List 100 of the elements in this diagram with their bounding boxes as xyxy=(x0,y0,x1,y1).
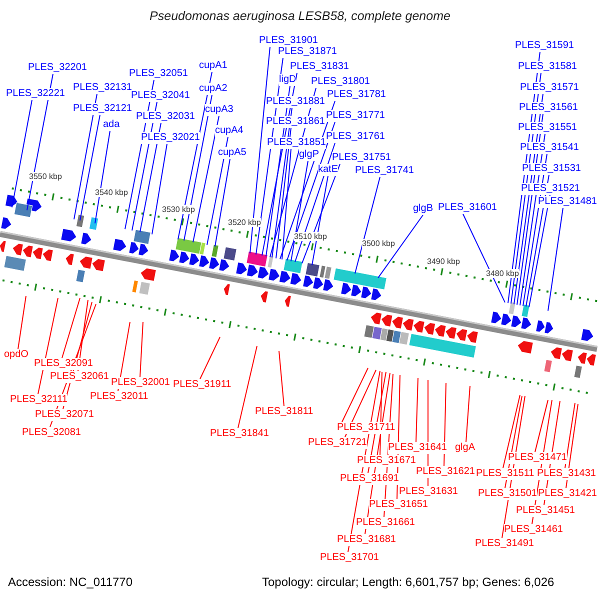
leader-line xyxy=(302,164,340,264)
leader-line xyxy=(342,368,368,422)
gene-label: PLES_31581 xyxy=(518,61,577,73)
gene-label: PLES_32071 xyxy=(35,409,94,421)
gene-label: PLES_31631 xyxy=(399,486,458,498)
gene-label: PLES_31451 xyxy=(516,505,575,517)
gene-label: PLES_32131 xyxy=(73,82,132,94)
gene-label: PLES_31491 xyxy=(475,538,534,550)
leader-line xyxy=(214,158,230,247)
leader-line xyxy=(140,122,162,233)
gene-label: cupA3 xyxy=(205,104,234,116)
gene-label: PLES_31591 xyxy=(515,40,574,52)
leader-line xyxy=(80,114,100,221)
leader-line xyxy=(466,386,470,442)
gene-label: PLES_31561 xyxy=(519,102,578,114)
leader-line xyxy=(462,214,506,303)
leader-line xyxy=(528,194,550,308)
gene-label: PLES_32021 xyxy=(141,132,200,144)
gene-label: PLES_31641 xyxy=(388,442,447,454)
leader-line xyxy=(12,100,32,208)
genome-info: Accession: NC_011770 xyxy=(8,575,133,589)
gene-label: PLES_31571 xyxy=(520,82,579,94)
gene-label: PLES_31651 xyxy=(369,499,428,511)
leader-line xyxy=(200,336,220,380)
genome-info: Topology: circular; Length: 6,601,757 bp; Genes: 6,026 xyxy=(262,575,554,589)
gene-label: PLES_31841 xyxy=(210,428,269,440)
scale-label: 3500 kbp xyxy=(362,239,395,248)
gene-label: glgP xyxy=(299,149,320,161)
gene-label: PLES_31801 xyxy=(311,76,370,88)
gene-label: opdO xyxy=(4,349,28,361)
leader-line xyxy=(184,94,212,241)
leader-line xyxy=(62,298,80,358)
map-title: Pseudomonas aeruginosa LESB58, complete genome xyxy=(148,9,452,23)
leader-line xyxy=(416,378,418,442)
gene-label: glgB xyxy=(413,203,434,215)
scale-label: 3480 kbp xyxy=(486,269,519,278)
gene-label: PLES_31421 xyxy=(538,488,597,500)
gene-label: PLES_31621 xyxy=(416,466,475,478)
gene-label: PLES_31511 xyxy=(476,468,534,480)
leader-line xyxy=(378,214,424,278)
gene-label: cupA2 xyxy=(199,83,228,95)
gene-label: PLES_31431 xyxy=(537,468,596,480)
scale-label: 3510 kbp xyxy=(294,232,327,241)
gene-label: PLES_32111 xyxy=(10,394,68,406)
leader-line xyxy=(566,404,578,488)
gene-label: PLES_31601 xyxy=(438,202,497,214)
gene-label: PLES_31771 xyxy=(326,110,385,122)
leader-line xyxy=(74,94,98,220)
gene-label: glgA xyxy=(455,442,476,454)
gene-label: PLES_32031 xyxy=(136,111,195,123)
gene-label: PLES_31751 xyxy=(332,152,391,164)
gene-label: PLES_31911 xyxy=(173,379,232,391)
gene-label: PLES_31501 xyxy=(478,488,537,500)
gene-label: PLES_31671 xyxy=(357,455,416,467)
leader-line xyxy=(18,296,26,350)
leader-line xyxy=(282,148,292,260)
scale-label: 3520 kbp xyxy=(228,218,261,227)
gene-label: PLES_32011 xyxy=(90,391,148,403)
leader-line xyxy=(38,298,58,394)
leader-line xyxy=(278,350,284,406)
gene-label: katE xyxy=(318,164,338,176)
gene-label: PLES_31861 xyxy=(266,116,325,128)
gene-label: PLES_31871 xyxy=(278,46,337,58)
gene-label: PLES_31461 xyxy=(504,524,563,536)
gene-label: PLES_31781 xyxy=(327,89,386,101)
gene-label: PLES_31831 xyxy=(290,61,349,73)
leader-line xyxy=(94,130,110,224)
gene-label: PLES_31711 xyxy=(337,422,396,434)
gene-label: PLES_31741 xyxy=(355,165,414,177)
leader-line xyxy=(294,142,336,262)
gene-label: PLES_31531 xyxy=(522,163,581,175)
gene-label: PLES_31761 xyxy=(326,131,385,143)
leader-line xyxy=(238,346,258,428)
gene-label: PLES_31541 xyxy=(520,142,579,154)
gene-label: ada xyxy=(103,119,120,131)
gene-label: PLES_31481 xyxy=(538,196,597,208)
gene-label: PLES_32121 xyxy=(73,103,132,115)
gene-label: cupA4 xyxy=(215,125,244,137)
gene-label: PLES_32201 xyxy=(28,62,87,74)
gene-label: PLES_31811 xyxy=(255,406,314,418)
gene-label: PLES_32221 xyxy=(6,88,65,100)
gene-label: PLES_32081 xyxy=(22,427,81,439)
leader-line xyxy=(548,208,564,312)
leader-line xyxy=(502,394,520,468)
gene-label: PLES_32091 xyxy=(34,358,93,370)
gene-label: PLES_31691 xyxy=(340,473,399,485)
gene-label: PLES_31521 xyxy=(521,183,580,195)
gene-label: PLES_32001 xyxy=(111,377,170,389)
leader-line xyxy=(250,46,270,254)
gene-label: PLES_31851 xyxy=(267,137,326,149)
gene-label: PLES_31901 xyxy=(259,35,318,47)
gene-label: PLES_31551 xyxy=(518,122,577,134)
scale-label: 3530 kbp xyxy=(162,205,195,214)
gene-label: PLES_31881 xyxy=(266,96,325,108)
gene-label: PLES_32051 xyxy=(129,68,188,80)
gene-label: PLES_32041 xyxy=(131,90,190,102)
gene-label: cupA5 xyxy=(218,147,246,159)
leader-line xyxy=(152,144,168,235)
gene-label: PLES_31721 xyxy=(308,437,367,449)
gene-label: PLES_32061 xyxy=(50,371,109,383)
